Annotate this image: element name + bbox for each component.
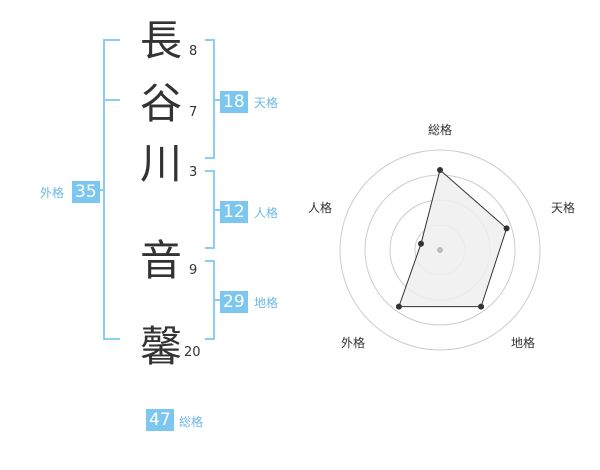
tenkaku-label: 天格 [254, 96, 279, 110]
chikaku-bracket [205, 260, 220, 340]
name-char-2: 谷 [139, 79, 182, 128]
radar-axis-label-jinkaku: 人格 [308, 201, 333, 215]
tenkaku-value-badge: 18 [220, 91, 248, 113]
radar-axis-label-soukaku: 総格 [428, 123, 453, 137]
jinkaku-label: 人格 [254, 206, 279, 220]
soukaku-value-badge: 47 [146, 409, 174, 431]
radar-value-polygon [398, 169, 508, 308]
stroke-count-4: 9 [189, 263, 198, 278]
name-char-1: 長 [139, 16, 182, 65]
stroke-count-5: 20 [184, 345, 201, 360]
gaikaku-value-badge: 35 [72, 181, 100, 203]
gaikaku-label: 外格 [40, 186, 65, 200]
name-char-3: 川 [139, 139, 182, 188]
radar-point-4 [418, 240, 424, 247]
chikaku-value-badge: 29 [220, 291, 248, 313]
radar-point-0 [437, 167, 443, 173]
radar-axis-label-gaikaku: 外格 [341, 336, 366, 350]
stroke-count-2: 7 [189, 105, 198, 120]
radar-axis-label-chikaku: 地格 [511, 336, 536, 350]
radar-point-1 [503, 225, 510, 232]
stroke-count-1: 8 [189, 44, 198, 59]
radar-axis-label-tenkaku: 天格 [551, 201, 576, 215]
stroke-count-3: 3 [189, 165, 198, 180]
radar-ring [339, 149, 541, 351]
radar-point-3 [395, 303, 402, 310]
jinkaku-bracket [205, 170, 220, 249]
name-char-5: 馨 [139, 322, 182, 371]
jinkaku-value-badge: 12 [220, 201, 248, 223]
soukaku-label: 総格 [179, 415, 204, 429]
radar-center-dot [437, 247, 443, 253]
name-char-4: 音 [139, 236, 182, 285]
chikaku-label: 地格 [254, 296, 279, 310]
radar-point-2 [478, 303, 485, 310]
tenkaku-bracket [205, 39, 220, 159]
